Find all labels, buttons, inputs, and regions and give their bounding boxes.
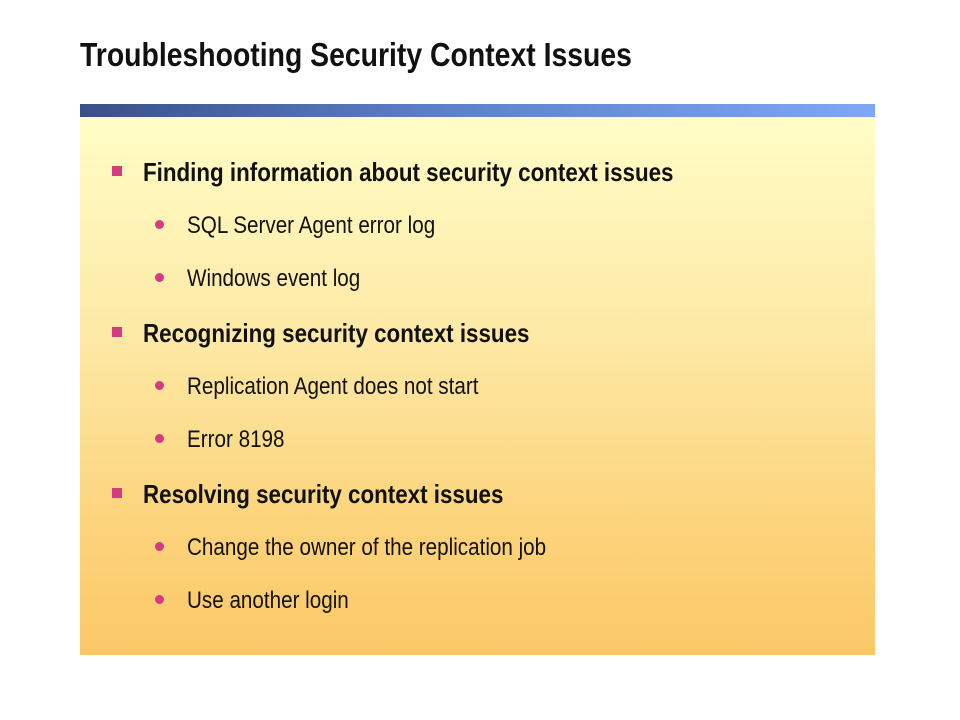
bullet-list: Finding information about security conte… [80,117,875,655]
bullet-resolving: Resolving security context issues [112,479,562,510]
bullet-finding-text: Finding information about security conte… [143,157,674,187]
content-panel: Finding information about security conte… [80,117,875,655]
bullet-recognizing: Recognizing security context issues [112,318,592,349]
round-bullet-icon [155,434,164,443]
title-underline-bar [80,104,875,117]
sub-bullet-text: Error 8198 [187,426,285,453]
round-bullet-icon [155,595,164,604]
sub-bullet-change-owner: Change the owner of the replication job [155,534,605,562]
sub-bullet-text: Change the owner of the replication job [187,534,547,561]
sub-bullet-agent-not-start: Replication Agent does not start [155,373,526,401]
sub-bullet-windows-event-log: Windows event log [155,265,388,293]
square-bullet-icon [112,327,122,337]
round-bullet-icon [155,542,164,551]
sub-bullet-text: Windows event log [187,265,361,292]
sub-bullet-error-8198: Error 8198 [155,426,300,454]
sub-bullet-text: SQL Server Agent error log [187,212,436,239]
round-bullet-icon [155,381,164,390]
round-bullet-icon [155,220,164,229]
round-bullet-icon [155,273,164,282]
square-bullet-icon [112,488,122,498]
bullet-resolving-text: Resolving security context issues [143,479,504,509]
sub-bullet-text: Replication Agent does not start [187,373,479,400]
square-bullet-icon [112,166,122,176]
sub-bullet-agent-error-log: SQL Server Agent error log [155,212,476,240]
sub-bullet-another-login: Use another login [155,587,375,615]
slide-title: Troubleshooting Security Context Issues [80,36,632,73]
bullet-recognizing-text: Recognizing security context issues [143,318,530,348]
bullet-finding: Finding information about security conte… [112,157,760,188]
sub-bullet-text: Use another login [187,587,349,614]
